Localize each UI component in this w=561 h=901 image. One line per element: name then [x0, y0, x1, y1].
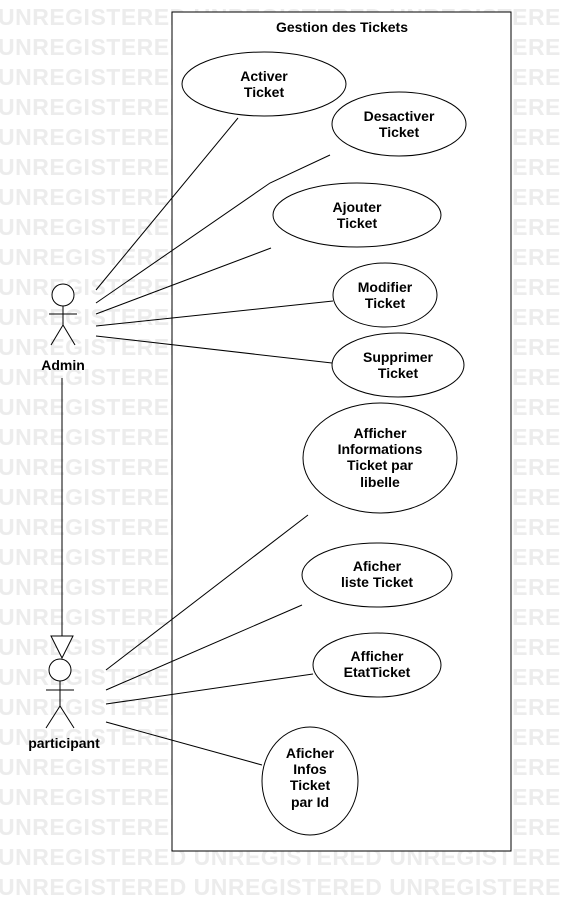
assoc-admin-desactiver	[95, 154, 331, 304]
participant-associations	[105, 514, 314, 766]
uc-liste-line2: liste Ticket	[341, 574, 413, 590]
assoc-participant-infos-id	[105, 721, 263, 766]
actor-participant	[45, 658, 75, 729]
uc-infos-id-line4: par Id	[291, 794, 329, 810]
use-case-afficher-etat-ticket: Afficher EtatTicket	[312, 632, 442, 698]
use-case-ajouter-ticket: Ajouter Ticket	[272, 182, 442, 248]
uc-ajouter-line2: Ticket	[337, 215, 378, 231]
assoc-participant-etat	[105, 673, 314, 705]
uc-infos-libelle-line4: libelle	[360, 474, 400, 490]
assoc-admin-activer	[95, 117, 239, 291]
assoc-admin-ajouter	[95, 247, 272, 315]
uc-infos-id-line1: Aficher	[286, 745, 335, 761]
use-case-afficher-liste-ticket: Aficher liste Ticket	[301, 542, 453, 608]
use-case-supprimer-ticket: Supprimer Ticket	[331, 332, 465, 398]
uc-desactiver-line2: Ticket	[379, 124, 420, 140]
system-title: Gestion des Tickets	[276, 19, 408, 35]
uc-etat-line2: EtatTicket	[344, 664, 411, 680]
uc-liste-line1: Aficher	[353, 558, 402, 574]
admin-associations	[95, 117, 334, 364]
assoc-participant-infos-libelle	[105, 514, 309, 671]
uc-activer-line2: Ticket	[244, 84, 285, 100]
actor-admin-label: Admin	[41, 357, 85, 373]
uc-supprimer-line1: Supprimer	[363, 349, 434, 365]
assoc-admin-modifier	[95, 300, 334, 327]
uc-infos-libelle-line2: Informations	[338, 441, 423, 457]
uc-modifier-line2: Ticket	[365, 295, 406, 311]
actor-admin	[49, 283, 77, 346]
uc-desactiver-line1: Desactiver	[364, 108, 435, 124]
use-case-afficher-infos-ticket-id: Aficher Infos Ticket par Id	[261, 726, 359, 836]
assoc-participant-liste	[105, 604, 303, 691]
actor-participant-label: participant	[28, 735, 100, 751]
uc-infos-libelle-line1: Afficher	[354, 425, 407, 441]
uc-modifier-line1: Modifier	[358, 279, 413, 295]
assoc-admin-supprimer	[95, 335, 333, 364]
uc-activer-line1: Activer	[240, 68, 288, 84]
generalization-arrow	[50, 378, 74, 660]
use-case-modifier-ticket: Modifier Ticket	[332, 262, 438, 328]
use-case-afficher-informations-ticket-libelle: Afficher Informations Ticket par libelle	[302, 402, 458, 514]
uc-infos-id-line3: Ticket	[290, 777, 331, 793]
uc-infos-id-line2: Infos	[293, 761, 327, 777]
uc-ajouter-line1: Ajouter	[333, 199, 383, 215]
actor-participant-head	[48, 658, 72, 682]
uc-supprimer-line2: Ticket	[378, 365, 419, 381]
watermark-line: UNREGISTERED UNREGISTERED UNREGISTERED U…	[0, 874, 561, 900]
actor-admin-head	[51, 283, 75, 307]
use-case-activer-ticket: Activer Ticket	[181, 51, 347, 117]
uc-etat-line1: Afficher	[351, 648, 404, 664]
use-case-desactiver-ticket: Desactiver Ticket	[331, 91, 467, 157]
uc-infos-libelle-line3: Ticket par	[347, 457, 413, 473]
